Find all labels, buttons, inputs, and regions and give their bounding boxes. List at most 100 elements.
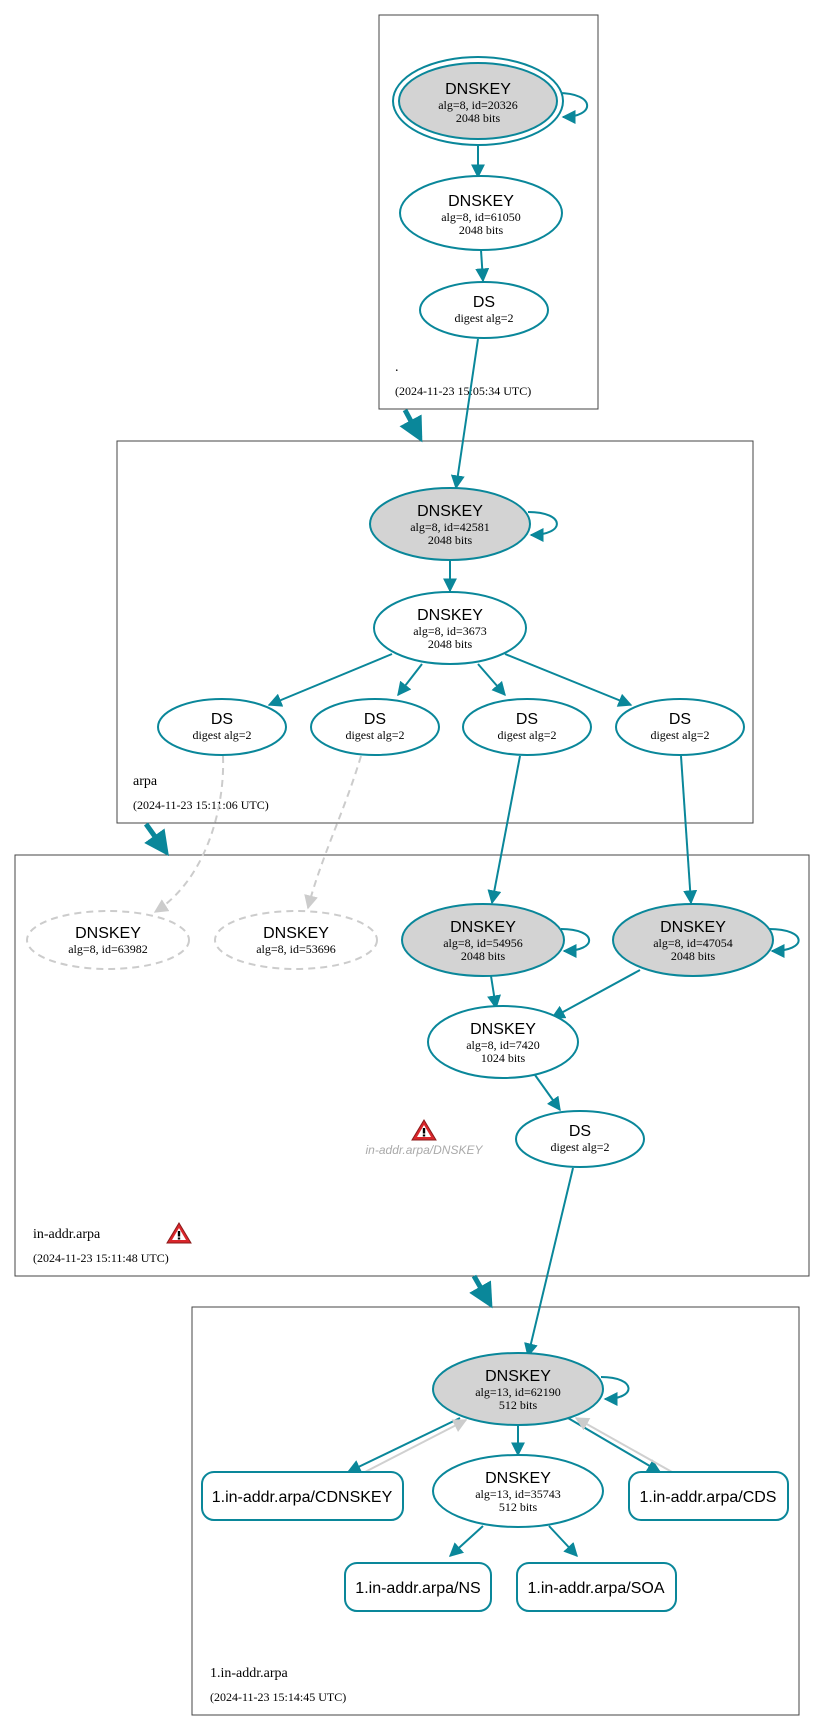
node-detail-label: digest alg=2 bbox=[192, 728, 251, 742]
ds-node-arpa-3: DS digest alg=2 bbox=[462, 698, 592, 756]
dnskey-node-root-zsk: DNSKEY alg=8, id=61050 2048 bits bbox=[399, 175, 563, 251]
zone-1-in-addr-arpa-time: (2024-11-23 15:14:45 UTC) bbox=[210, 1690, 346, 1704]
edge-ia-ksk1-zsk bbox=[487, 975, 501, 1010]
node-type-label: DS bbox=[516, 711, 538, 728]
node-type-label: DNSKEY bbox=[470, 1021, 536, 1038]
node-type-label: DNSKEY bbox=[450, 919, 516, 936]
node-type-label: DS bbox=[569, 1123, 591, 1140]
node-detail-label: alg=8, id=53696 bbox=[256, 942, 336, 956]
node-size-label: 512 bits bbox=[499, 1500, 538, 1514]
edge-root-zsk-ds bbox=[475, 249, 490, 283]
edge-arpa-ksk-self bbox=[527, 511, 558, 542]
edge-one-ksk-self bbox=[600, 1376, 630, 1406]
node-size-label: 1024 bits bbox=[481, 1051, 526, 1065]
rrset-label: 1.in-addr.arpa/CDS bbox=[640, 1489, 777, 1506]
edge-root-ds-arpa-ksk bbox=[450, 338, 479, 490]
node-detail-label: digest alg=2 bbox=[650, 728, 709, 742]
node-detail-label: alg=8, id=3673 bbox=[413, 624, 487, 638]
rrset-label: 1.in-addr.arpa/SOA bbox=[528, 1580, 665, 1597]
rrset-label: 1.in-addr.arpa/CDNSKEY bbox=[212, 1489, 393, 1506]
edge-ds4-ia-ksk2 bbox=[680, 755, 698, 905]
node-detail-label: alg=8, id=42581 bbox=[410, 520, 490, 534]
node-detail-label: alg=8, id=63982 bbox=[68, 942, 148, 956]
edge-cds-one-ksk bbox=[574, 1417, 673, 1473]
node-size-label: 512 bits bbox=[499, 1398, 538, 1412]
zone-in-addr-arpa-name: in-addr.arpa bbox=[33, 1227, 101, 1242]
edge-ia-ksk2-self bbox=[768, 928, 800, 958]
edge-ia-ds-one-ksk bbox=[524, 1167, 574, 1358]
delegation-arrow-in-addr-1 bbox=[469, 1274, 493, 1309]
ds-node-arpa-2: DS digest alg=2 bbox=[310, 698, 440, 756]
node-type-label: DNSKEY bbox=[485, 1470, 551, 1487]
dnskey-node-in-addr-ksk-54956: DNSKEY alg=8, id=54956 2048 bits bbox=[401, 903, 565, 977]
zone-arpa-time: (2024-11-23 15:11:06 UTC) bbox=[133, 798, 269, 812]
rrset-node-ns: 1.in-addr.arpa/NS bbox=[344, 1562, 492, 1612]
node-detail-label: digest alg=2 bbox=[345, 728, 404, 742]
node-detail-label: alg=8, id=20326 bbox=[438, 98, 518, 112]
ds-node-root: DS digest alg=2 bbox=[419, 281, 549, 339]
node-type-label: DNSKEY bbox=[448, 193, 514, 210]
warning-dnskey-label: in-addr.arpa/DNSKEY bbox=[366, 1143, 484, 1157]
node-size-label: 2048 bits bbox=[459, 223, 504, 237]
node-size-label: 2048 bits bbox=[456, 111, 501, 125]
rrset-node-cds: 1.in-addr.arpa/CDS bbox=[628, 1471, 789, 1521]
node-detail-label: digest alg=2 bbox=[497, 728, 556, 742]
node-detail-label: alg=8, id=54956 bbox=[443, 936, 523, 950]
node-size-label: 2048 bits bbox=[428, 533, 473, 547]
node-type-label: DNSKEY bbox=[263, 925, 329, 942]
node-type-label: DS bbox=[211, 711, 233, 728]
zone-arpa-name: arpa bbox=[133, 774, 158, 789]
node-type-label: DNSKEY bbox=[417, 503, 483, 520]
edge-one-zsk-ns bbox=[448, 1525, 484, 1557]
edge-ia-ksk1-self bbox=[560, 928, 591, 958]
node-detail-label: alg=13, id=62190 bbox=[475, 1385, 561, 1399]
zone-root-time: (2024-11-23 15:05:34 UTC) bbox=[395, 384, 531, 398]
dnskey-node-arpa-ksk: DNSKEY alg=8, id=42581 2048 bits bbox=[369, 487, 531, 561]
node-detail-label: alg=8, id=7420 bbox=[466, 1038, 540, 1052]
edge-arpa-zsk-ds1 bbox=[267, 653, 393, 707]
node-size-label: 2048 bits bbox=[671, 949, 716, 963]
zone-1-in-addr-arpa-name: 1.in-addr.arpa bbox=[210, 1666, 289, 1681]
edge-arpa-zsk-ds3 bbox=[477, 663, 506, 697]
dnskey-node-one-zsk: DNSKEY alg=13, id=35743 512 bits bbox=[432, 1454, 604, 1528]
edge-arpa-zsk-ds4 bbox=[504, 653, 633, 707]
dnskey-node-root-ksk: DNSKEY alg=8, id=20326 2048 bits bbox=[392, 56, 564, 146]
node-type-label: DNSKEY bbox=[75, 925, 141, 942]
edge-ia-zsk-ds bbox=[534, 1074, 561, 1112]
rrset-node-cdnskey: 1.in-addr.arpa/CDNSKEY bbox=[201, 1471, 404, 1521]
dnskey-node-one-ksk: DNSKEY alg=13, id=62190 512 bits bbox=[432, 1352, 604, 1426]
edge-root-ksk-self bbox=[557, 92, 589, 124]
dnskey-node-missing-53696: DNSKEY alg=8, id=53696 bbox=[214, 910, 378, 970]
ds-node-arpa-4: DS digest alg=2 bbox=[615, 698, 745, 756]
edge-arpa-zsk-ds2 bbox=[397, 663, 423, 697]
node-type-label: DS bbox=[669, 711, 691, 728]
delegation-arrow-root-arpa bbox=[399, 408, 423, 443]
zone-in-addr-arpa-time: (2024-11-23 15:11:48 UTC) bbox=[33, 1251, 169, 1265]
dnskey-node-in-addr-ksk-47054: DNSKEY alg=8, id=47054 2048 bits bbox=[612, 903, 774, 977]
dnskey-node-in-addr-zsk: DNSKEY alg=8, id=7420 1024 bits bbox=[427, 1005, 579, 1079]
node-size-label: 2048 bits bbox=[461, 949, 506, 963]
node-type-label: DNSKEY bbox=[485, 1368, 551, 1385]
edge-one-ksk-cdnskey bbox=[346, 1417, 461, 1473]
zone-warning-icon bbox=[166, 1222, 192, 1244]
zone-root-name: . bbox=[395, 360, 399, 375]
node-type-label: DNSKEY bbox=[660, 919, 726, 936]
edge-one-zsk-soa bbox=[548, 1525, 578, 1558]
edge-ia-ksk2-zsk bbox=[550, 969, 641, 1019]
dnskey-node-missing-63982: DNSKEY alg=8, id=63982 bbox=[26, 910, 190, 970]
delegation-arrow-arpa-in-addr bbox=[143, 822, 169, 857]
edge-cdnskey-one-ksk bbox=[364, 1419, 468, 1473]
warning-icon bbox=[411, 1119, 437, 1141]
node-detail-label: alg=8, id=61050 bbox=[441, 210, 521, 224]
node-type-label: DS bbox=[364, 711, 386, 728]
node-detail-label: digest alg=2 bbox=[550, 1140, 609, 1154]
dnskey-node-arpa-zsk: DNSKEY alg=8, id=3673 2048 bits bbox=[373, 591, 527, 665]
edge-ds3-ia-ksk1 bbox=[487, 755, 521, 905]
rrset-node-soa: 1.in-addr.arpa/SOA bbox=[516, 1562, 677, 1612]
node-detail-label: alg=13, id=35743 bbox=[475, 1487, 561, 1501]
ds-node-in-addr: DS digest alg=2 bbox=[515, 1110, 645, 1168]
rrset-label: 1.in-addr.arpa/NS bbox=[355, 1580, 480, 1597]
node-size-label: 2048 bits bbox=[428, 637, 473, 651]
node-detail-label: digest alg=2 bbox=[454, 311, 513, 325]
